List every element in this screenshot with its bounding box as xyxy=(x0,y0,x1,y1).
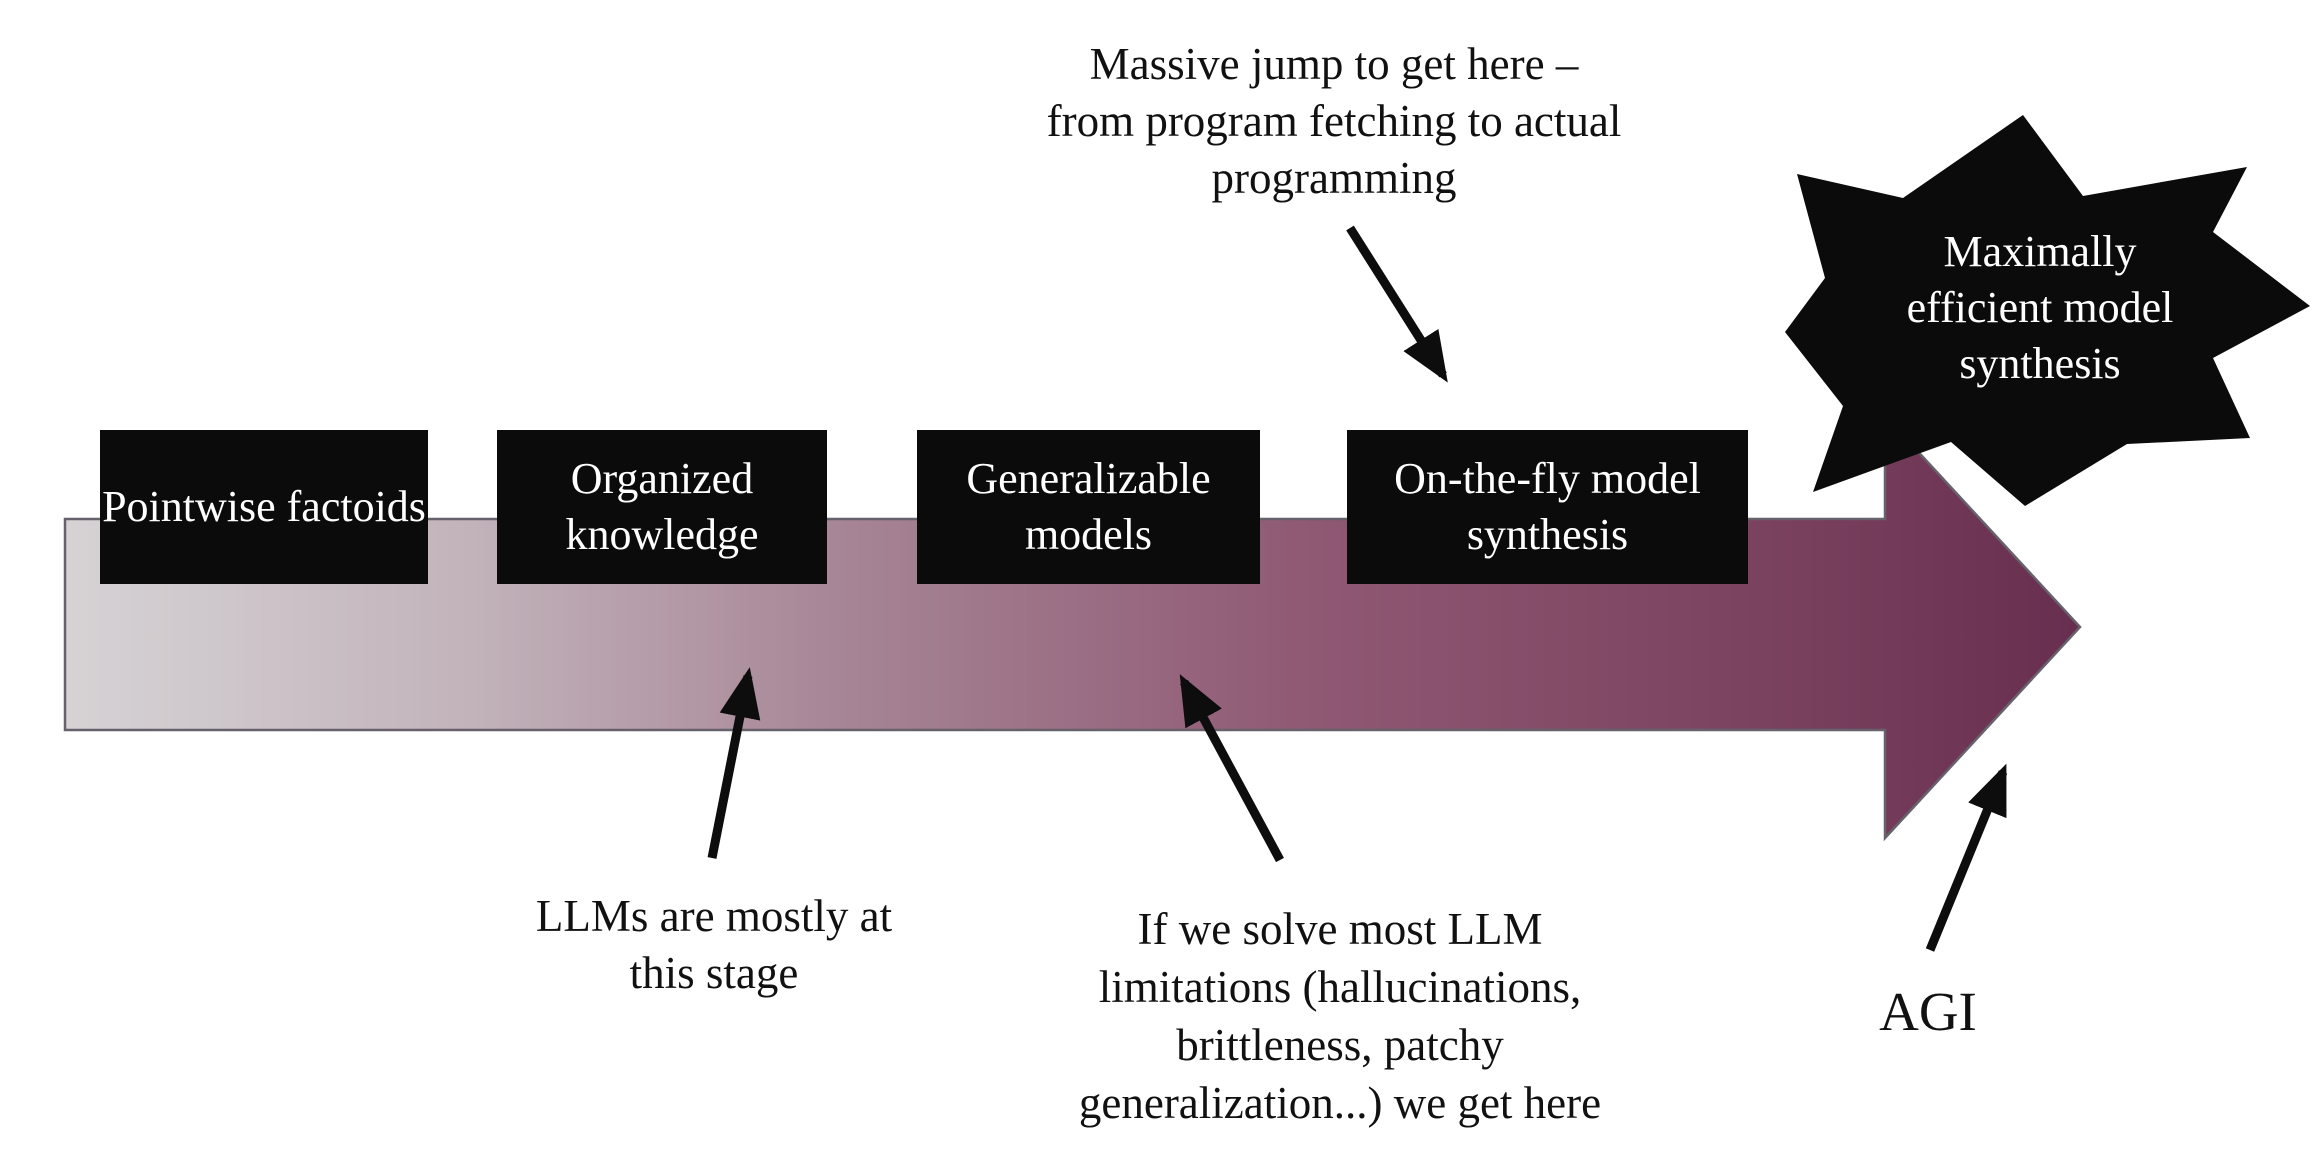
stage-box-pointwise-factoids: Pointwise factoids xyxy=(100,430,428,584)
stage-box-generalizable-models: Generalizable models xyxy=(917,430,1260,584)
annotation-arrow-solve-limitations xyxy=(1179,674,1284,863)
explosion-burst-shape xyxy=(1785,115,2310,506)
stage-label: Organized knowledge xyxy=(565,454,759,559)
burst-shape-layer xyxy=(1785,115,2310,506)
annotation-llm-stage: LLMs are mostly at this stage xyxy=(535,891,893,998)
stage-label: Generalizable models xyxy=(966,454,1211,559)
annotation-arrow-agi xyxy=(1925,763,2008,952)
annotation-arrow-massive-jump xyxy=(1346,225,1448,383)
stage-label: On-the-fly model synthesis xyxy=(1394,454,1701,559)
annotation-massive-jump: Massive jump to get here – from program … xyxy=(1046,39,1622,203)
annotation-solve-limitations: If we solve most LLM limitations (halluc… xyxy=(1078,904,1602,1128)
stage-box-organized-knowledge: Organized knowledge xyxy=(497,430,827,584)
stage-label: Pointwise factoids xyxy=(102,482,426,531)
annotation-agi: AGI xyxy=(1879,981,1977,1042)
annotation-arrow-llm-stage xyxy=(707,667,761,859)
stage-box-on-the-fly-model-synthesis: On-the-fly model synthesis xyxy=(1347,430,1748,584)
burst-label: Maximally efficient model synthesis xyxy=(1906,227,2174,388)
